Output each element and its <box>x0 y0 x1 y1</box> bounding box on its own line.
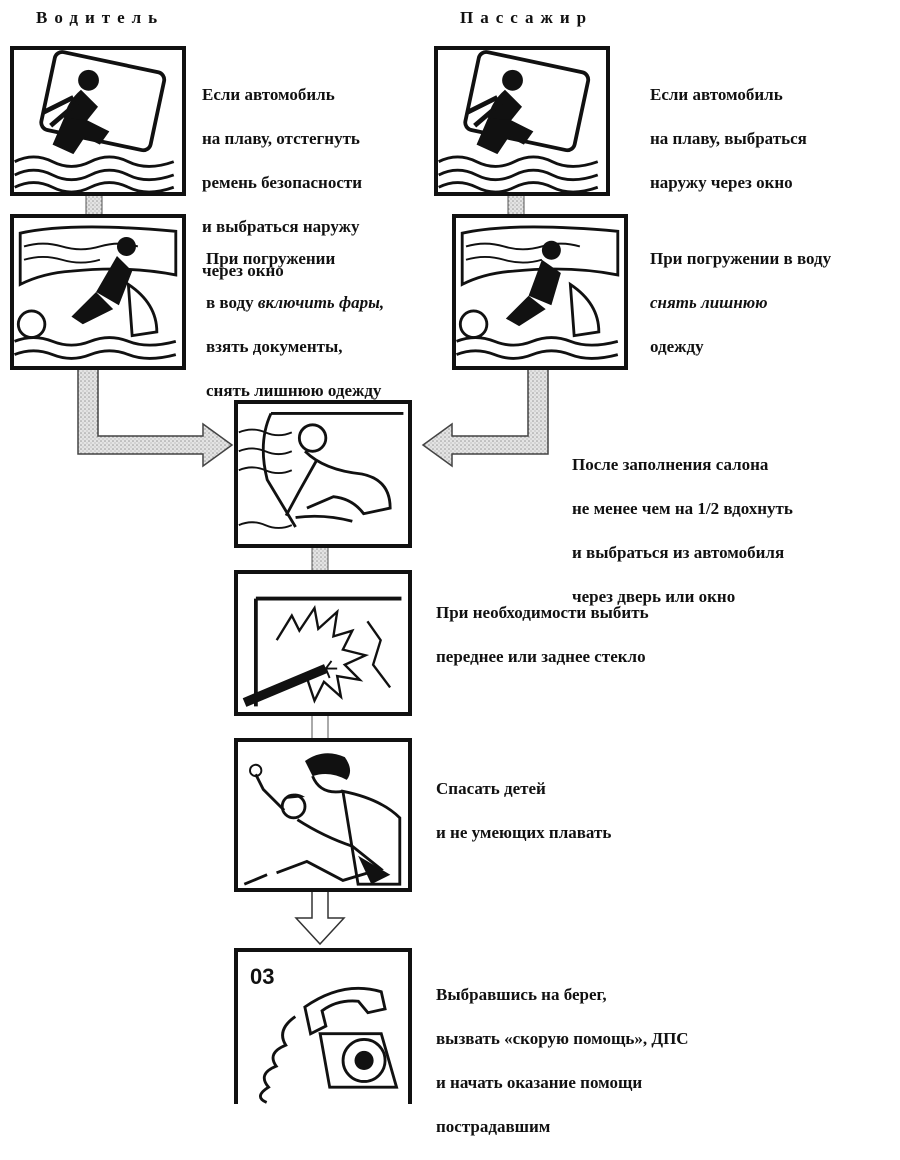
connector-break-save <box>311 713 329 741</box>
passenger-float-text: Если автомобиль на плаву, выбраться нару… <box>650 85 807 192</box>
driver-float-panel <box>10 46 186 196</box>
driver-float-text: Если автомобиль на плаву, отстегнуть рем… <box>202 85 363 280</box>
call-help-panel: 03 <box>234 948 412 1104</box>
connector-driver-top <box>85 193 103 217</box>
passenger-float-panel <box>434 46 610 196</box>
arrow-passenger-to-exit <box>421 367 549 468</box>
driver-column-title: Водитель <box>36 8 165 27</box>
person-swimming-out-icon <box>238 412 404 529</box>
save-children-text: Спасать детей и не умеющих плавать <box>436 779 612 842</box>
arrow-driver-to-exit <box>77 367 234 468</box>
connector-passenger-top <box>507 193 525 217</box>
driver-sink-panel <box>10 214 186 370</box>
emergency-number-badge: 03 <box>250 964 275 989</box>
driver-sink-text: При погружении в воду включить фары, взя… <box>206 249 385 400</box>
exit-text: После заполнения салона не менее чем на … <box>572 455 793 606</box>
telephone-icon <box>259 986 399 1104</box>
passenger-sink-text: При погружении в воду снять лишнюю одежд… <box>650 249 832 356</box>
exit-panel <box>234 400 412 548</box>
call-help-text: Выбравшись на берег, вызвать «скорую пом… <box>436 985 689 1136</box>
person-in-flooding-car-icon <box>14 225 178 360</box>
passenger-column-title: Пассажир <box>460 8 594 27</box>
shattered-glass-icon <box>242 596 402 707</box>
break-glass-panel <box>234 570 412 716</box>
person-climbing-out-window-icon <box>438 50 599 192</box>
flow-connectors <box>77 193 549 946</box>
adult-helping-child-icon <box>243 753 402 886</box>
arrow-save-to-call <box>294 889 346 946</box>
save-children-panel <box>234 738 412 892</box>
person-in-flooding-car-icon <box>456 225 620 360</box>
person-climbing-out-window-icon <box>14 50 175 192</box>
connector-exit-break <box>311 545 329 573</box>
break-glass-text: При необходимости выбить переднее или за… <box>436 603 649 666</box>
passenger-sink-panel <box>452 214 628 370</box>
